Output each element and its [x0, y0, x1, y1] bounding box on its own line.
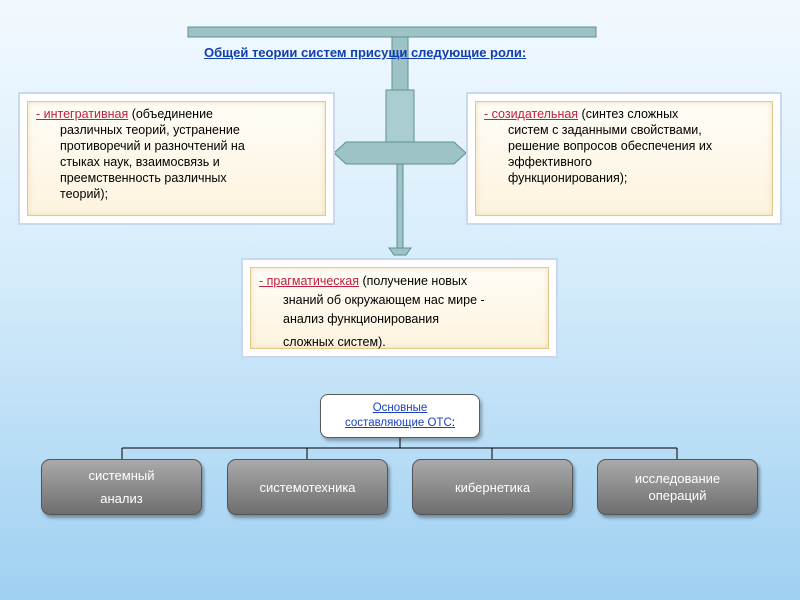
component-cybernetics: кибернетика	[412, 459, 573, 515]
components-title-line: составляющие ОТС:	[321, 416, 479, 431]
component-operations-research: исследование операций	[597, 459, 758, 515]
component-label-line: системный	[88, 468, 155, 483]
role-line: анализ функционирования	[283, 312, 440, 326]
components-title-colon: :	[451, 417, 455, 429]
role-name-pragmatic: - прагматическая	[259, 274, 360, 288]
role-box-pragmatic-inner: - прагматическая (получение новых знаний…	[250, 267, 549, 349]
role-text-pragmatic: - прагматическая (получение новых знаний…	[259, 272, 540, 352]
role-line: знаний об окружающем нас мире -	[283, 293, 485, 307]
diagram-title-colon: :	[521, 45, 527, 60]
components-root-node: Основные составляющие ОТС:	[320, 394, 480, 438]
role-name-integrative: - интегративная	[36, 107, 129, 121]
component-label: исследование операций	[635, 470, 720, 504]
role-line: различных теорий, устранение	[60, 123, 240, 137]
role-box-creative: - созидательная (синтез сложных систем с…	[466, 92, 782, 225]
role-box-creative-inner: - созидательная (синтез сложных систем с…	[475, 101, 773, 216]
component-system-analysis: системный анализ	[41, 459, 202, 515]
component-label: кибернетика	[454, 479, 531, 495]
role-line: эффективного	[508, 155, 592, 169]
role-box-integrative: - интегративная (объединение различных т…	[18, 92, 335, 225]
component-label-line: анализ	[100, 491, 143, 506]
components-title-text: составляющие ОТС	[345, 417, 452, 429]
role-line: систем с заданными свойствами,	[508, 123, 702, 137]
t-body	[385, 89, 415, 146]
role-line: сложных систем).	[283, 335, 386, 349]
role-first-line-integrative: (объединение	[128, 107, 214, 121]
role-name-creative: - созидательная	[484, 107, 579, 121]
role-box-pragmatic: - прагматическая (получение новых знаний…	[241, 258, 558, 358]
role-line: решение вопросов обеспечения их	[508, 139, 713, 153]
components-title-line: Основные	[372, 402, 428, 414]
role-text-integrative: - интегративная (объединение различных т…	[36, 106, 317, 202]
diagram-title: Общей теории систем присущи следующие ро…	[204, 45, 624, 60]
component-label-line: исследование	[634, 471, 721, 486]
role-line: теорий);	[60, 187, 109, 201]
component-label-line: операций	[648, 488, 707, 503]
component-label: системотехника	[259, 479, 356, 495]
role-line: преемственность различных	[60, 171, 227, 185]
role-first-line-creative: (синтез сложных	[578, 107, 679, 121]
component-systems-engineering: системотехника	[227, 459, 388, 515]
role-line: функционирования);	[508, 171, 628, 185]
t-wing	[333, 141, 467, 165]
role-line: стыках наук, взаимосвязь и	[60, 155, 220, 169]
component-label: системный анализ	[88, 467, 154, 507]
role-box-integrative-inner: - интегративная (объединение различных т…	[27, 101, 326, 216]
t-lower-stem	[396, 163, 404, 251]
role-text-creative: - созидательная (синтез сложных систем с…	[484, 106, 764, 186]
role-line: противоречий и разночтений на	[60, 139, 245, 153]
diagram-title-text: Общей теории систем присущи следующие ро…	[204, 45, 522, 60]
t-arrow-head	[388, 247, 412, 256]
role-first-line-pragmatic: (получение новых	[359, 274, 468, 288]
t-crossbar	[187, 26, 597, 38]
